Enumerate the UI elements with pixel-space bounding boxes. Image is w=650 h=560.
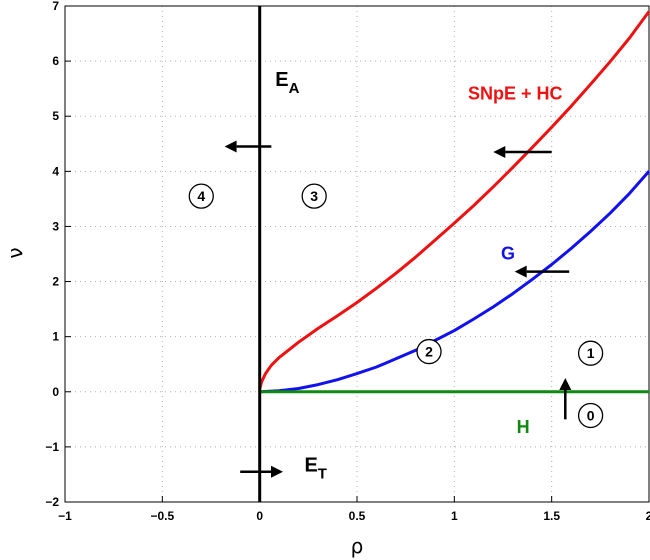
region-number: 1 [587,345,595,361]
arrow-head [493,146,506,158]
label-et-subscript: T [318,466,327,483]
region-circle [188,183,214,209]
region-number: 3 [310,188,318,204]
region-circle [577,340,604,366]
arrow-snpe [493,146,552,158]
y-tick-label: 4 [52,164,59,178]
region-1: 1 [577,340,604,366]
arrow-h [559,378,572,420]
x-tick-label: 0 [256,509,263,523]
arrow-head [271,465,283,478]
region-circle [301,183,327,209]
label-et-text: E [304,455,317,477]
y-tick-label: −2 [45,495,59,509]
y-tick-label: 0 [52,385,59,399]
label-ea-text: E [275,69,288,91]
label-h: H [517,417,530,437]
region-4: 4 [188,183,214,209]
y-tick-label: 7 [52,0,59,13]
arrow-et [240,465,283,478]
arrow-g [514,265,570,278]
series-line-snpe-hc [258,10,650,390]
plot-frame [64,5,650,503]
region-0: 0 [577,402,604,429]
region-circle [577,402,604,429]
y-axis-label: ν [3,247,27,258]
x-tick-label: −1 [58,509,72,523]
arrow-ea [224,140,272,153]
region-circle [416,338,442,365]
label-snpe: SNpE + HC [468,84,563,104]
y-tick-label: 5 [52,109,59,123]
region-number: 2 [425,344,433,360]
x-tick-label: 1.5 [543,509,560,523]
label-ea-subscript: A [289,80,300,97]
x-axis-label: ρ [351,534,364,558]
y-tick-label: 6 [52,54,59,68]
x-tick-label: 1 [451,509,458,523]
y-tick-label: 1 [52,330,59,344]
label-g-text: G [501,244,515,264]
label-et: ET [304,455,327,483]
region-number: 0 [587,407,595,423]
series-line-g [259,170,650,394]
arrow-head [224,140,237,153]
x-tick-label: −0.5 [150,509,174,523]
label-h-text: H [517,417,530,437]
arrow-head [514,265,527,278]
label-g: G [501,244,515,264]
region-number: 4 [197,188,205,204]
label-ea: EA [275,69,299,97]
y-tick-label: −1 [45,440,59,454]
arrow-head [559,378,572,390]
label-snpe-text: SNpE + HC [468,84,563,104]
x-tick-label: 2 [646,509,650,523]
region-2: 2 [416,338,442,365]
x-tick-label: 0.5 [349,509,366,523]
region-3: 3 [301,183,327,209]
y-tick-label: 2 [52,275,59,289]
y-tick-label: 3 [52,219,59,233]
